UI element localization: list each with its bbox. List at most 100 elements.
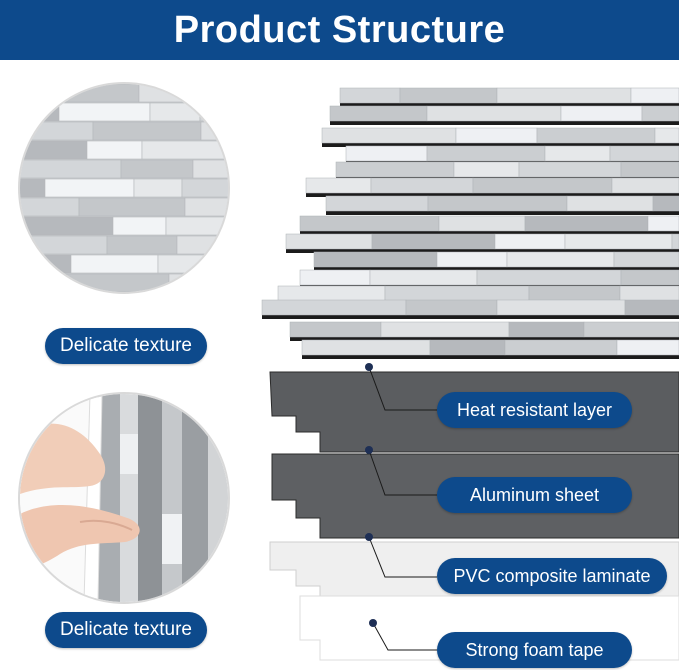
texture-label-bottom: Delicate texture — [45, 612, 207, 648]
metal-strip — [120, 434, 138, 474]
stone-tile — [613, 251, 679, 268]
stone-tile — [335, 161, 455, 178]
stone-tile — [313, 251, 438, 268]
stone-tile — [427, 195, 568, 212]
leader-dot — [365, 446, 373, 454]
stone-tile — [301, 339, 431, 356]
stone-tile — [384, 285, 530, 302]
stone-tile — [339, 87, 401, 104]
stone-tile — [289, 321, 382, 338]
stone-tile — [426, 105, 562, 122]
tile-edge — [262, 315, 679, 319]
tile-edge — [330, 121, 679, 125]
stone-tile — [654, 127, 679, 144]
stone-tile — [405, 299, 498, 316]
tile-edge — [314, 267, 679, 271]
tile-edge — [286, 249, 679, 253]
layer-label-text: Aluminum sheet — [469, 484, 600, 505]
leader-dot — [365, 363, 373, 371]
peel-closeup-image — [20, 394, 228, 602]
stone-tile — [138, 84, 228, 103]
hand-top — [20, 423, 106, 494]
stone-tile — [199, 102, 228, 122]
stone-tile — [225, 140, 228, 160]
stone-tile — [508, 321, 585, 338]
stone-tile — [496, 87, 632, 104]
stone-tile — [181, 178, 228, 198]
stone-tile — [504, 339, 618, 356]
tile-edge — [302, 355, 679, 359]
leader-line — [368, 536, 437, 578]
stone-tile — [609, 145, 679, 162]
stone-tile — [192, 159, 228, 179]
tile-edge — [322, 143, 679, 147]
metal-tile — [647, 215, 679, 232]
stone-tile — [285, 233, 373, 250]
stone-tile — [453, 161, 520, 178]
stone-tile — [619, 285, 679, 302]
stone-tile — [380, 321, 510, 338]
stone-tile — [184, 197, 228, 217]
stone-tile — [176, 235, 228, 255]
metal-tile — [630, 87, 679, 104]
stone-tile — [506, 251, 615, 268]
texture-label-top: Delicate texture — [45, 328, 207, 364]
stone-tile — [641, 105, 679, 122]
tile-edge — [300, 231, 679, 235]
strip — [138, 394, 162, 602]
metal-tile — [494, 233, 566, 250]
strip — [208, 394, 228, 602]
leader-line — [372, 622, 437, 651]
layer-label-aluminum: Aluminum sheet — [437, 477, 632, 513]
stone-tile — [438, 215, 526, 232]
metal-tile — [299, 269, 371, 286]
metal-tile — [345, 145, 428, 162]
stone-tile — [652, 195, 679, 212]
stone-tile — [544, 145, 611, 162]
metal-strip — [162, 514, 182, 564]
stone-tile — [369, 269, 478, 286]
metal-tile — [455, 127, 538, 144]
page-title: Product Structure — [173, 8, 506, 51]
layer-label-pvc: PVC composite laminate — [437, 558, 667, 594]
stone-tile-layer — [261, 87, 679, 359]
stone-tile — [524, 215, 649, 232]
stone-tile — [518, 161, 622, 178]
strip — [98, 394, 120, 602]
leader-dot — [365, 533, 373, 541]
stone-tile — [496, 299, 626, 316]
layer-label-text: PVC composite laminate — [453, 565, 651, 586]
metal-tile — [560, 105, 643, 122]
stone-tile — [426, 145, 546, 162]
layer-label-foam: Strong foam tape — [437, 632, 632, 668]
stone-tile — [200, 121, 228, 141]
stone-tile — [624, 299, 679, 316]
stone-tile — [611, 177, 679, 194]
stone-tile — [566, 195, 654, 212]
stone-tile — [671, 233, 679, 250]
stone-tile — [476, 269, 622, 286]
stone-tile — [329, 105, 428, 122]
stone-tile — [305, 177, 372, 194]
stone-tile — [261, 299, 407, 316]
stone-tile — [620, 269, 679, 286]
stone-tile — [370, 177, 474, 194]
texture-label-text: Delicate texture — [59, 619, 192, 640]
stone-tile — [325, 195, 429, 212]
stone-tile — [299, 215, 440, 232]
metal-tile — [436, 251, 508, 268]
leader-line — [368, 449, 437, 496]
stone-tile — [321, 127, 457, 144]
stone-tile — [203, 254, 228, 274]
texture-closeup-circle — [18, 82, 230, 294]
metal-tile — [616, 339, 679, 356]
stone-tile — [165, 216, 228, 236]
layer-label-text: Heat resistant layer — [456, 399, 613, 420]
stone-tile — [472, 177, 613, 194]
stone-tile — [536, 127, 656, 144]
texture-label-text: Delicate texture — [59, 335, 192, 356]
strip — [182, 394, 208, 602]
leader-dot — [369, 619, 377, 627]
layer-label-text: Strong foam tape — [465, 639, 604, 660]
